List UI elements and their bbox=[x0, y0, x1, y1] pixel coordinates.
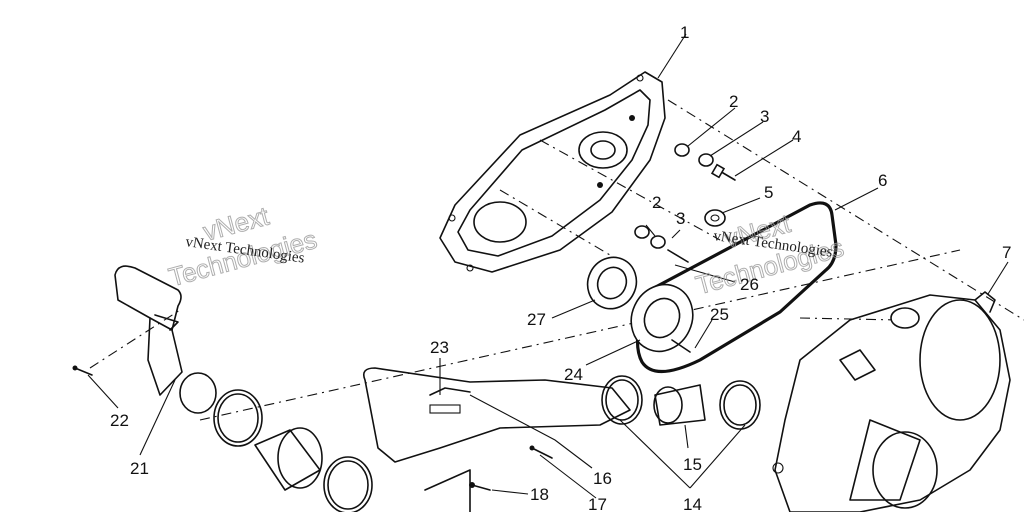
callout-17: 17 bbox=[588, 495, 607, 512]
seal-part bbox=[586, 256, 638, 310]
lower-washer-part bbox=[634, 225, 689, 263]
clamp-and-coupler-set bbox=[179, 372, 373, 512]
intake-duct-part bbox=[114, 265, 183, 396]
callout-21: 21 bbox=[130, 459, 149, 478]
callout-22: 22 bbox=[110, 411, 129, 430]
callout-labels: 1 2 3 4 5 6 7 2 3 26 27 25 24 23 22 21 1… bbox=[110, 23, 1011, 512]
callout-16: 16 bbox=[593, 469, 612, 488]
upper-washer-part bbox=[674, 143, 736, 181]
callout-4: 4 bbox=[792, 127, 801, 146]
callout-3-lower: 3 bbox=[676, 209, 685, 228]
callout-7: 7 bbox=[1002, 243, 1011, 262]
callout-25: 25 bbox=[710, 305, 729, 324]
callout-2-lower: 2 bbox=[652, 193, 661, 212]
callout-2: 2 bbox=[729, 92, 738, 111]
callout-1: 1 bbox=[680, 23, 689, 42]
screw-parts bbox=[72, 365, 553, 491]
backing-plate-part bbox=[630, 283, 694, 353]
assembly-centerlines bbox=[89, 99, 1024, 421]
leader-lines bbox=[87, 33, 1009, 499]
inlet-duct-part bbox=[362, 367, 631, 512]
drive-belt-part bbox=[635, 201, 838, 374]
duct-coupler-part bbox=[601, 375, 761, 430]
callout-27: 27 bbox=[527, 310, 546, 329]
callout-15: 15 bbox=[683, 455, 702, 474]
spacer-washer-part bbox=[704, 209, 726, 227]
callout-14: 14 bbox=[683, 495, 702, 512]
callout-24: 24 bbox=[564, 365, 583, 384]
drive-cover-part bbox=[439, 71, 666, 273]
callout-26: 26 bbox=[740, 275, 759, 294]
callout-3: 3 bbox=[760, 107, 769, 126]
callout-5: 5 bbox=[764, 183, 773, 202]
callout-6: 6 bbox=[878, 171, 887, 190]
callout-18: 18 bbox=[530, 485, 549, 504]
callout-23: 23 bbox=[430, 338, 449, 357]
clutch-housing-part bbox=[772, 291, 1011, 512]
